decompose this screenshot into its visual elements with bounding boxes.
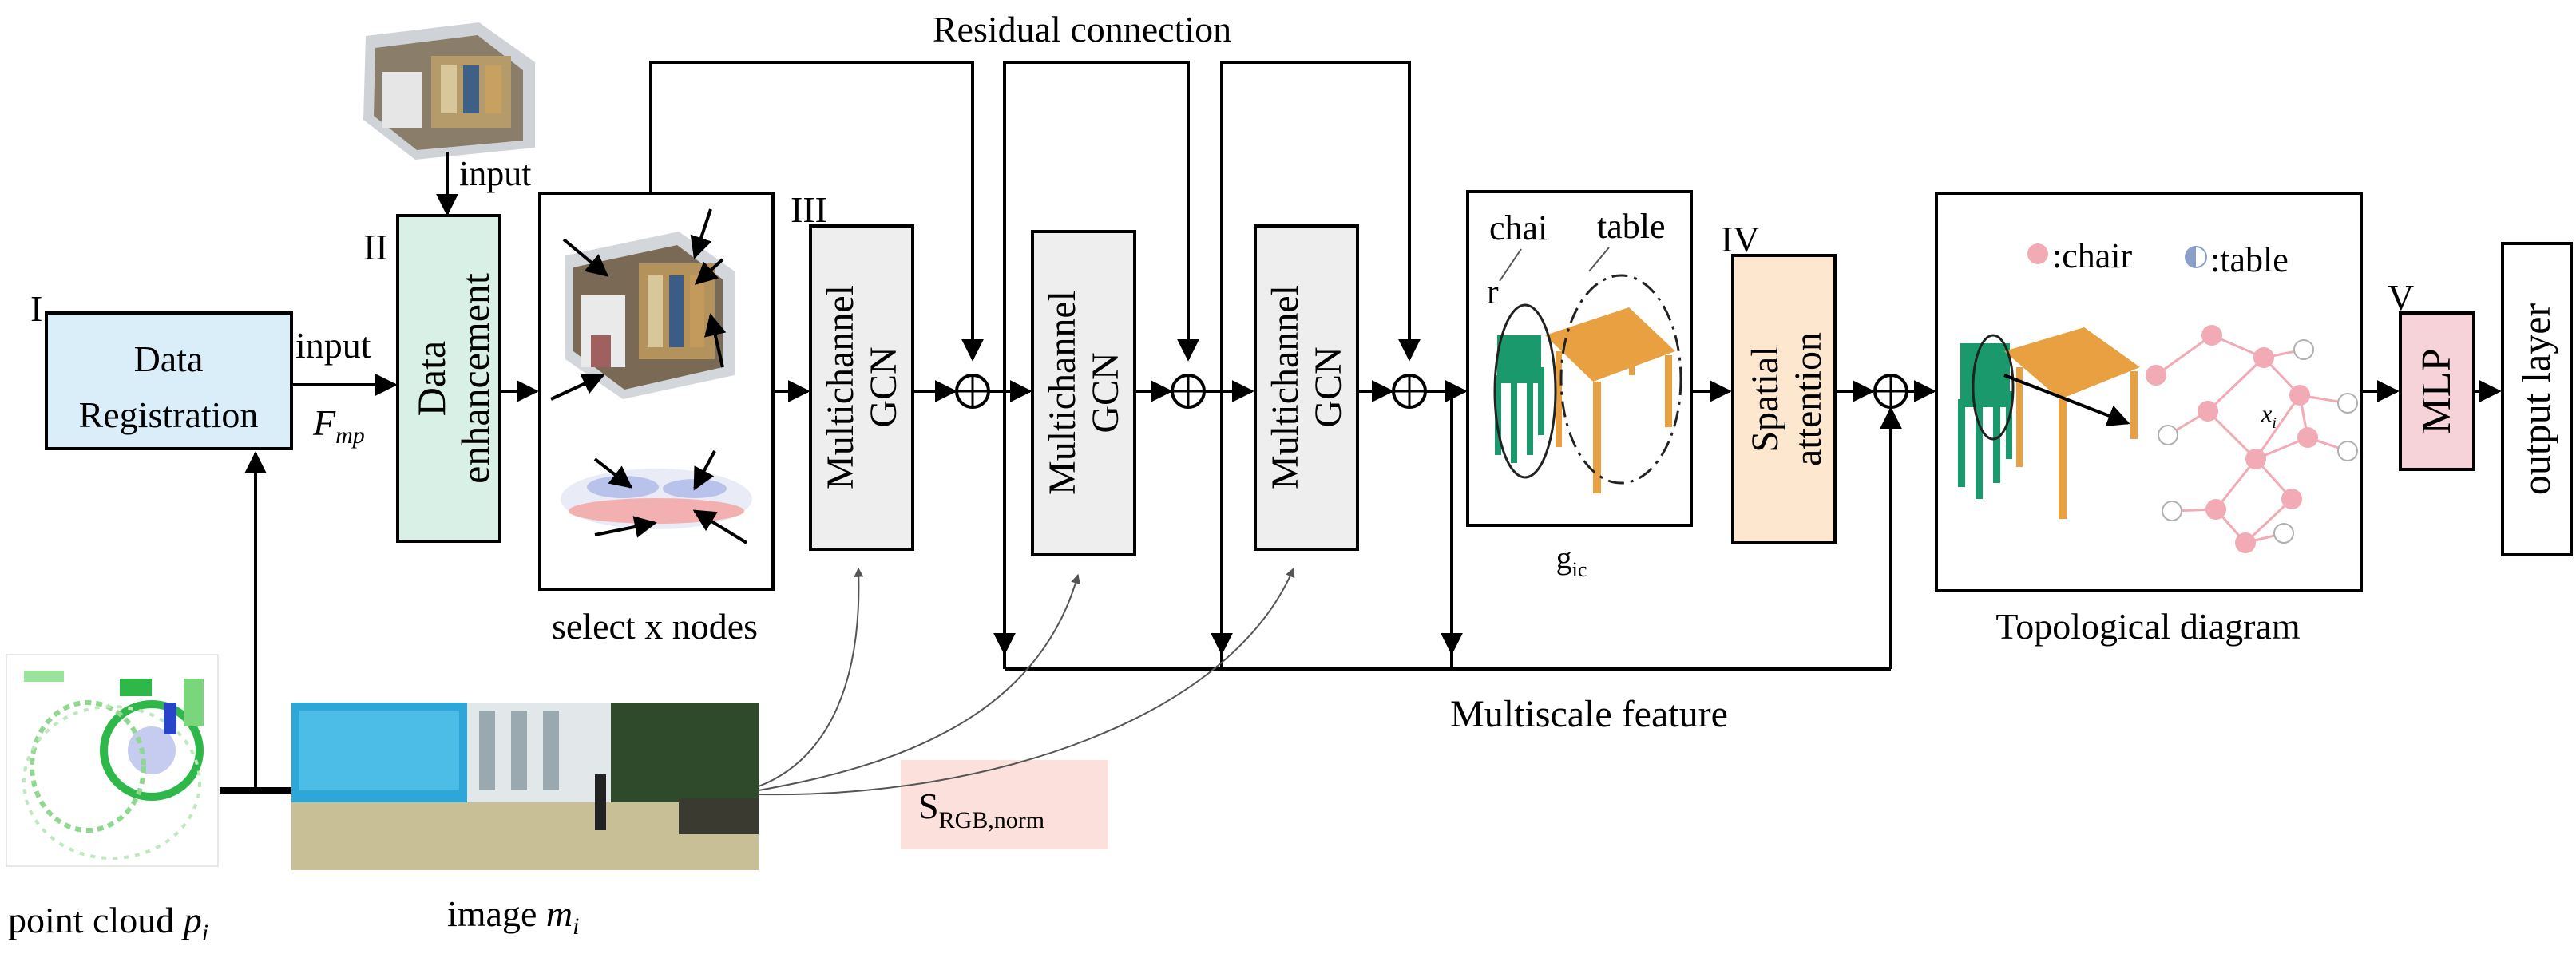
gic-pointer-table xyxy=(1588,247,1610,272)
topo-table-pointcloud xyxy=(2004,327,2140,519)
topo-chair-pointcloud xyxy=(1958,343,2012,499)
gic-table-outline xyxy=(1559,274,1682,485)
street-image xyxy=(291,703,759,870)
legend-chair-label: :chair xyxy=(2052,236,2133,275)
legend-table-swatch xyxy=(2185,246,2207,268)
gcn-box-1 xyxy=(809,224,914,551)
data-registration-line1: Data xyxy=(134,338,204,379)
gic-label-table: table xyxy=(1597,207,1666,246)
legend-table-label: :table xyxy=(2210,240,2289,279)
data-registration-line2: Registration xyxy=(79,394,259,435)
gcn-3-line1: Multichannel xyxy=(1264,285,1306,489)
topo-node-label: xi xyxy=(2261,401,2277,432)
spatial-attention-line1: Spatial xyxy=(1744,346,1786,452)
image-to-gcn-curves xyxy=(758,567,1295,796)
gic-pointer-r xyxy=(1499,248,1522,282)
sum-node-3 xyxy=(1392,374,1427,409)
point-cloud-caption: point cloud pi xyxy=(8,900,208,946)
data-registration-box xyxy=(45,311,293,450)
select-nodes-pointcloud-strip xyxy=(561,469,752,529)
stage-number-4: IV xyxy=(1721,219,1760,259)
gcn-2-line2: GCN xyxy=(1084,352,1127,433)
stage-number-2: II xyxy=(363,227,388,267)
multiscale-feature-label: Multiscale feature xyxy=(1450,693,1728,735)
gcn-box-3 xyxy=(1254,224,1359,551)
data-enhancement-box xyxy=(396,214,501,543)
point-cloud-image xyxy=(6,654,219,867)
stage-number-5: V xyxy=(2388,277,2414,318)
gcn-1-line1: Multichannel xyxy=(819,285,862,489)
select-node-arrows xyxy=(550,208,748,544)
input-label-side: input xyxy=(295,325,371,366)
gic-table-pointcloud xyxy=(1545,307,1675,493)
data-enhancement-line2: enhancement xyxy=(453,273,497,484)
image-caption: image mi xyxy=(447,893,579,940)
gcn-1-line2: GCN xyxy=(862,346,905,427)
sum-node-2 xyxy=(1171,374,1206,409)
srgb-label: SRGB,norm xyxy=(918,786,1044,833)
gic-label-chair: chai xyxy=(1489,208,1548,247)
gic-label-r: r xyxy=(1487,272,1499,311)
multiscale-lines xyxy=(993,385,1902,671)
output-layer-box xyxy=(2501,242,2573,556)
stage-number-3: III xyxy=(791,189,827,230)
input-f-label: Fmp xyxy=(312,402,365,449)
output-layer-label: output layer xyxy=(2514,303,2558,496)
topo-mapping-arrow xyxy=(2003,374,2130,426)
room-3d-thumbnail xyxy=(363,22,535,160)
topo-chair-outline xyxy=(1972,334,2015,441)
gcn-2-line1: Multichannel xyxy=(1041,291,1084,495)
topo-graph-nodes xyxy=(2146,325,2318,553)
select-nodes-caption: select x nodes xyxy=(552,606,758,647)
spatial-attention-box xyxy=(1731,254,1837,544)
stage-number-1: I xyxy=(30,288,42,329)
topological-caption: Topological diagram xyxy=(1995,606,2300,647)
gic-chair-outline xyxy=(1493,303,1557,479)
gcn-3-line2: GCN xyxy=(1307,346,1349,427)
gic-caption: gic xyxy=(1556,540,1587,581)
srgb-label-background xyxy=(901,760,1108,849)
legend-chair-swatch xyxy=(2027,243,2048,264)
topo-graph-table-nodes xyxy=(2158,339,2358,544)
data-enhancement-line1: Data xyxy=(409,341,454,416)
sum-node-4 xyxy=(1873,374,1908,409)
mlp-box xyxy=(2399,311,2475,471)
mlp-label: MLP xyxy=(2414,349,2459,434)
spatial-attention-line2: attention xyxy=(1787,332,1829,466)
input-label-top: input xyxy=(459,154,531,193)
gic-chair-pointcloud xyxy=(1495,335,1544,463)
residual-connection-label: Residual connection xyxy=(933,9,1231,49)
residual-lines xyxy=(649,61,1421,385)
select-nodes-room-image xyxy=(565,232,735,399)
sum-node-1 xyxy=(955,374,990,409)
gcn-box-2 xyxy=(1031,230,1136,556)
